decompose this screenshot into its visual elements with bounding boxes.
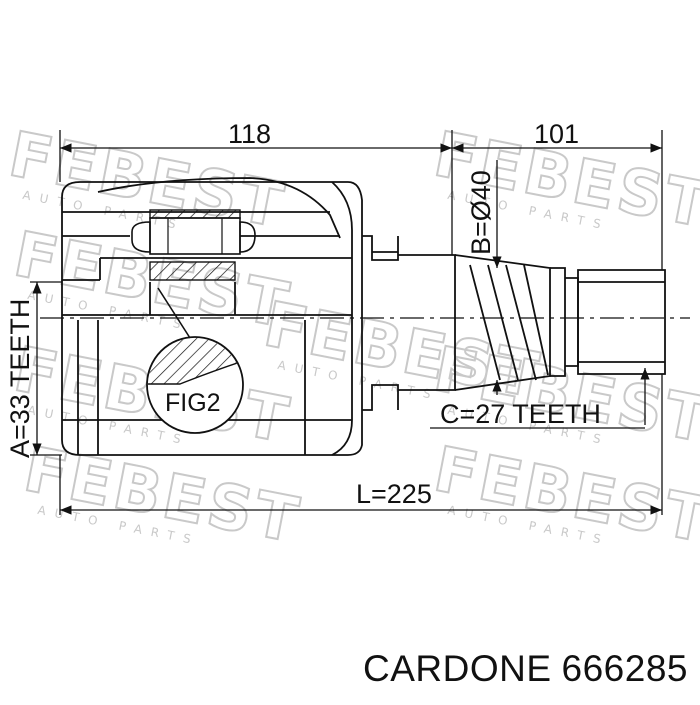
caption-part-number: 666285 (561, 648, 688, 689)
detail-label: FIG2 (165, 389, 221, 417)
dimension-labels: 118 101 L=225 C=27 TEETH A=33 TEETH B=Ø4… (5, 119, 601, 509)
watermark-layer: FEBEST AUTO PARTS FEBEST AUTO PARTS FEBE… (3, 116, 700, 558)
dim-length-118: 118 (228, 119, 271, 149)
detail-circle: FIG2 (146, 287, 244, 434)
hatched-sections (131, 209, 256, 281)
dim-length-101: 101 (534, 119, 579, 149)
dim-outer-spline: A=33 TEETH (5, 299, 35, 458)
dim-shaft-diameter: B=Ø40 (466, 170, 496, 255)
dimension-lines (30, 130, 663, 515)
dim-total-length: L=225 (356, 479, 432, 509)
caption-brand: CARDONE (363, 648, 552, 689)
dim-shaft-spline: C=27 TEETH (440, 399, 601, 429)
